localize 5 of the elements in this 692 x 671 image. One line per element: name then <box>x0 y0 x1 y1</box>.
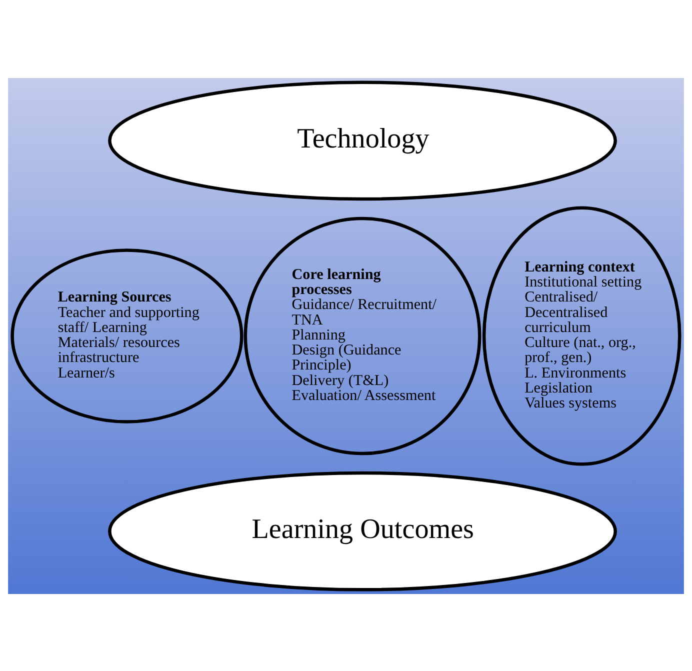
node-ellipse: Technology <box>108 80 617 200</box>
node-ellipse: Learning Sources Teacher and supporting staff/ Learning Materials/ resources infrastructure Learner/s <box>10 248 244 423</box>
node-ellipse: Learning Outcomes <box>108 470 617 591</box>
node-ellipse: Learning context Institutional setting Centralised/ Decentralised curriculum Culture (nat., org., prof., gen.) L. Environments Legislation Values systems <box>482 206 682 466</box>
node-circle: Core learning processes Guidance/ Recruitment/ TNA Planning Design (Guidance Principle) Delivery (T&L) Evaluation/ Assessment <box>244 216 482 455</box>
